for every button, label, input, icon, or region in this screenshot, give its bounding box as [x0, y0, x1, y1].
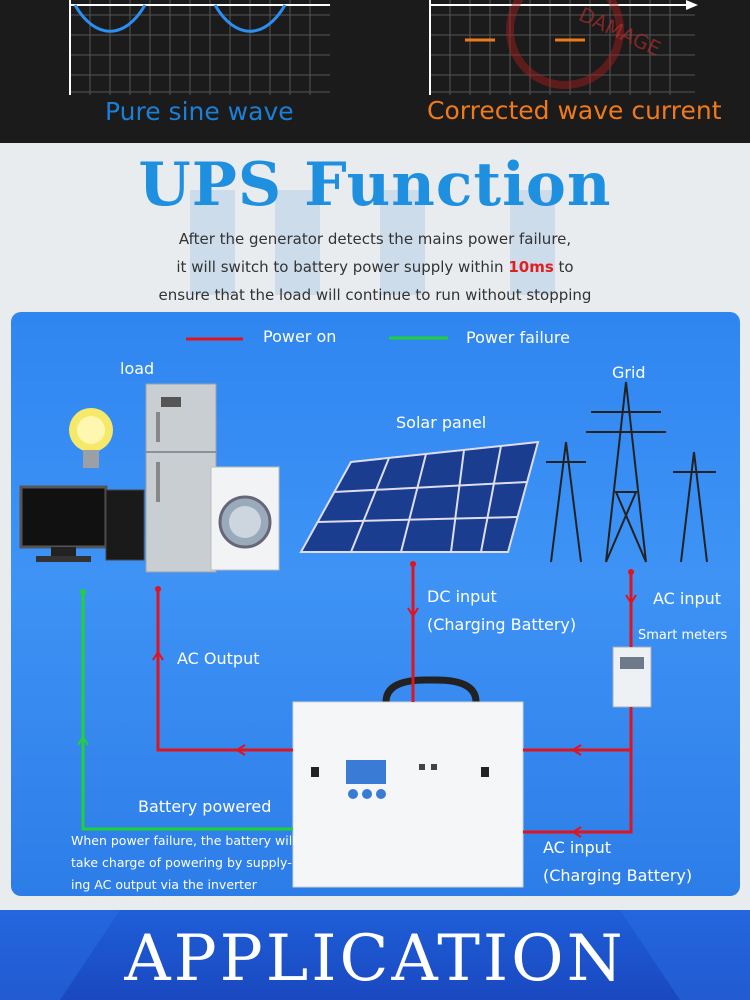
- sine-wave-graph: [69, 0, 330, 95]
- computer-icon: [19, 485, 145, 562]
- legend-power-on-label: Power on: [263, 327, 337, 346]
- ups-battery-unit: [292, 676, 524, 888]
- pure-sine-wave-caption: Pure sine wave: [105, 97, 294, 126]
- power-on-wiring: [156, 562, 633, 834]
- battery-note-line-1: When power failure, the battery will: [71, 833, 296, 848]
- ups-description-line-1: After the generator detects the mains po…: [178, 230, 572, 248]
- switch-time-highlight: 10ms: [508, 258, 554, 276]
- ac-input-top-label: AC input: [653, 589, 722, 608]
- battery-note-line-3: ing AC output via the inverter: [71, 877, 257, 892]
- wave-comparison-banner: DAMAGE Pure sine wave Corrected wave cur…: [0, 0, 750, 143]
- ups-description-line-3: ensure that the load will continue to ru…: [158, 286, 592, 304]
- corrected-wave-graph: DAMAGE: [429, 0, 698, 95]
- ups-wiring-diagram: Power on Power failure load Grid Solar p…: [11, 312, 740, 896]
- legend-power-failure-label: Power failure: [466, 328, 570, 347]
- banner-pattern: [0, 910, 750, 1000]
- power-pylon-icon: [546, 381, 716, 563]
- diagram-graphics: [19, 336, 716, 888]
- battery-powered-label: Battery powered: [138, 797, 272, 816]
- dc-input-label: DC input: [427, 587, 497, 606]
- application-banner: [0, 910, 750, 1000]
- wave-graphs: DAMAGE: [69, 0, 698, 95]
- battery-note-line-2: take charge of powering by supply-: [71, 855, 292, 870]
- solar-panel-icon: [299, 440, 540, 553]
- smart-meter-icon: [612, 646, 652, 708]
- desc-text: it will switch to battery power supply w…: [176, 258, 509, 276]
- ups-background-watermark: [180, 185, 600, 295]
- ac-charging-label: (Charging Battery): [543, 866, 693, 885]
- smart-meters-label: Smart meters: [638, 628, 728, 643]
- refrigerator-icon: [145, 383, 217, 573]
- dc-charging-label: (Charging Battery): [427, 615, 577, 634]
- ac-output-label: AC Output: [177, 649, 260, 668]
- washing-machine-icon: [210, 466, 280, 571]
- light-bulb-icon: [69, 408, 113, 468]
- solar-panel-label: Solar panel: [396, 413, 487, 432]
- ups-description-line-2: it will switch to battery power supply w…: [0, 258, 750, 276]
- power-on-arrows: [155, 561, 634, 592]
- power-failure-wiring: [81, 592, 293, 831]
- application-title: APPLICATION: [124, 922, 626, 996]
- corrected-wave-caption: Corrected wave current: [427, 96, 722, 125]
- ups-function-title: UPS Function: [138, 150, 612, 220]
- ac-input-bottom-label: AC input: [543, 838, 612, 857]
- load-label: load: [120, 359, 155, 378]
- desc-text-end: to: [553, 258, 574, 276]
- grid-label: Grid: [612, 363, 646, 382]
